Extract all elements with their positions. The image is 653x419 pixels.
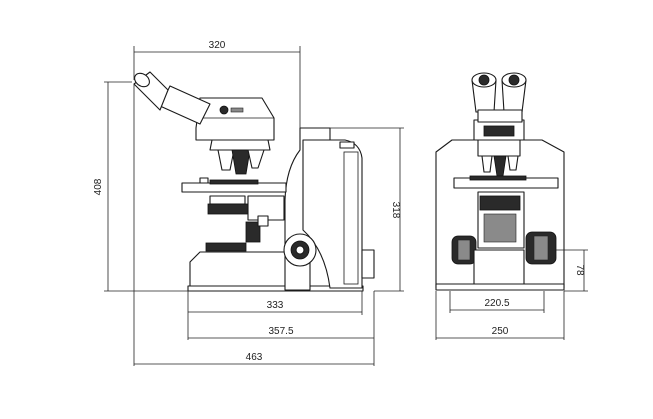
front-stage-holder [469,175,527,181]
front-base-plate [435,283,565,291]
front-condenser [479,195,521,211]
front-binocular-bridge [477,109,523,123]
side-logo-text [230,107,244,113]
dim-label-320: 320 [209,40,226,51]
front-head-window [483,125,515,137]
front-lower-housing [473,249,525,285]
side-objective-1 [217,149,235,171]
dimension-labels: 320 408 318 333 357.5 463 220.5 250 78 [93,40,585,363]
front-view [435,72,565,291]
dim-label-333: 333 [267,300,284,311]
side-condenser-lens [207,203,249,215]
side-stage-clip [199,177,209,184]
dim-label-220-5: 220.5 [484,298,509,309]
front-eyelens-left [478,74,490,86]
side-stage-knob-cap [257,215,269,227]
side-view [133,71,375,292]
side-eyepiece-lens [134,72,150,88]
side-power-switch [361,249,375,279]
dim-label-408: 408 [93,178,104,195]
front-objective-3 [507,155,519,171]
side-illuminator [205,242,247,252]
side-rear-housing [302,139,363,289]
side-top-cap [339,141,355,149]
front-knob-right-ring [533,235,549,261]
dim-label-318: 318 [390,202,401,219]
front-eyelens-right [508,74,520,86]
dim-label-357-5: 357.5 [268,326,293,337]
side-condenser [209,195,246,205]
dimension-lines [104,46,588,366]
dim-label-78: 78 [574,264,585,276]
side-objective-3 [247,149,265,169]
dim-label-250: 250 [492,326,509,337]
dim-label-463: 463 [246,352,263,363]
front-objective-1 [481,155,493,173]
side-stage-holder [209,179,259,185]
side-base-plate [187,285,364,292]
side-stage-knob [245,221,261,243]
side-objective-2 [231,149,251,175]
side-nosepiece [209,139,271,151]
side-rear-panel [343,151,359,285]
front-knob-left-ring [457,239,471,261]
side-logo [219,105,229,115]
front-nosepiece [477,139,521,157]
front-mechanism-core [483,213,517,243]
side-base [189,251,301,291]
side-focus-knob-center [295,245,305,255]
